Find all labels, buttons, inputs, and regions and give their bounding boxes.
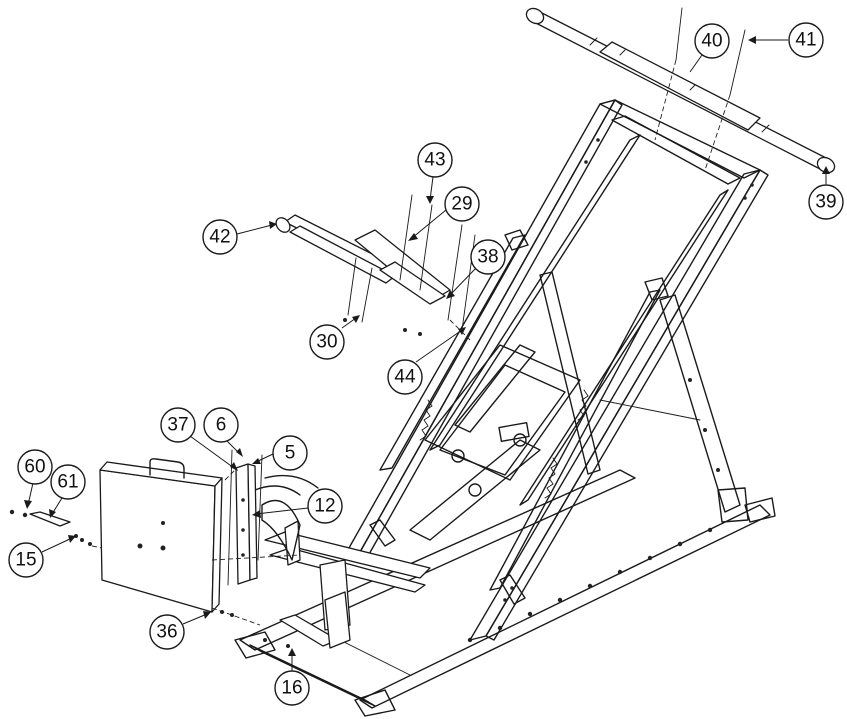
callout-29: 29 xyxy=(408,186,480,241)
svg-text:37: 37 xyxy=(167,415,188,436)
callout-60: 60 xyxy=(17,449,53,509)
rail-holes xyxy=(503,138,754,602)
svg-text:60: 60 xyxy=(24,457,45,478)
callout-12: 12 xyxy=(252,488,343,524)
svg-text:36: 36 xyxy=(156,622,177,643)
callouts: 40 41 39 43 29 xyxy=(8,22,844,706)
weight-horns xyxy=(379,229,669,591)
callout-30: 30 xyxy=(309,315,360,360)
svg-text:5: 5 xyxy=(285,443,296,464)
svg-text:15: 15 xyxy=(15,550,36,571)
upper-arm-assembly xyxy=(275,194,476,341)
callout-41: 41 xyxy=(748,22,824,58)
callout-5: 5 xyxy=(252,435,308,471)
svg-text:38: 38 xyxy=(477,247,498,268)
svg-text:30: 30 xyxy=(316,332,337,353)
pin-hardware xyxy=(9,509,103,549)
svg-text:29: 29 xyxy=(451,194,472,215)
sled-carriage xyxy=(369,344,589,605)
base-frame xyxy=(234,469,776,717)
svg-text:42: 42 xyxy=(209,227,230,248)
callout-61: 61 xyxy=(49,464,86,518)
callout-40: 40 xyxy=(689,23,730,73)
callout-38: 38 xyxy=(446,239,506,299)
callout-15: 15 xyxy=(8,535,76,578)
callout-37: 37 xyxy=(160,407,238,471)
svg-text:61: 61 xyxy=(57,472,78,493)
svg-text:16: 16 xyxy=(281,678,302,699)
svg-text:6: 6 xyxy=(216,415,227,436)
svg-text:43: 43 xyxy=(424,150,445,171)
foot-plate xyxy=(99,458,301,626)
svg-text:40: 40 xyxy=(701,31,722,52)
svg-text:12: 12 xyxy=(314,496,335,517)
shoulder-bar-assembly xyxy=(525,7,836,174)
rear-support-legs xyxy=(539,271,749,523)
front-support xyxy=(220,591,351,649)
svg-text:41: 41 xyxy=(795,30,816,51)
callout-42: 42 xyxy=(202,219,277,255)
callout-43: 43 xyxy=(417,142,453,204)
callout-16: 16 xyxy=(274,648,310,706)
front-rail-holes xyxy=(467,527,713,643)
callout-39: 39 xyxy=(808,166,844,220)
callout-36: 36 xyxy=(149,611,211,650)
svg-text:44: 44 xyxy=(394,367,416,388)
svg-text:39: 39 xyxy=(815,192,836,213)
callout-44: 44 xyxy=(387,327,466,395)
callout-6: 6 xyxy=(203,407,243,457)
